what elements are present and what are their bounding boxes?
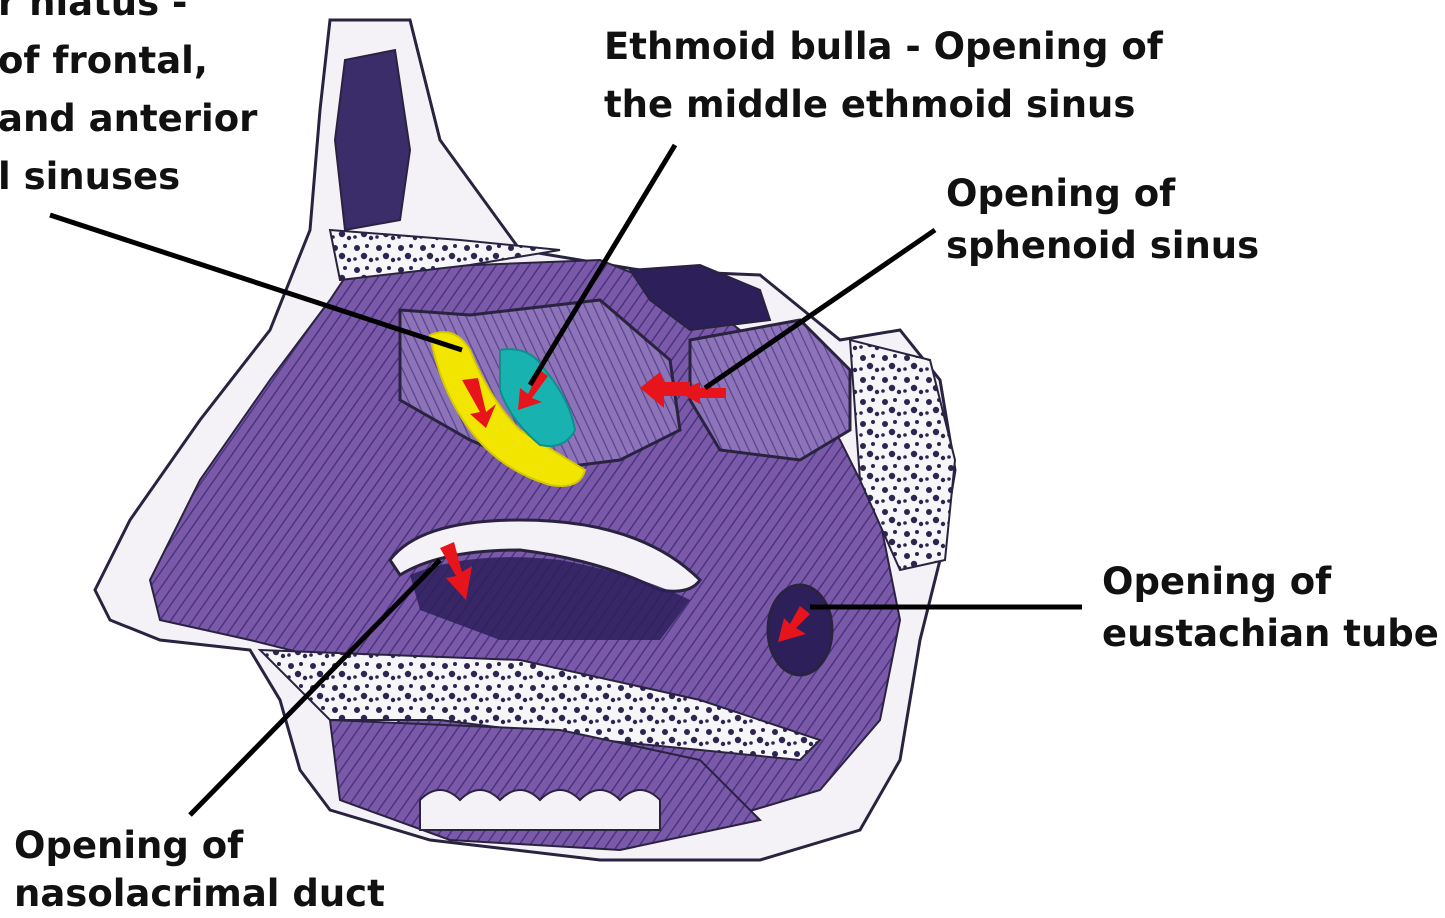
- semilunar-hiatus-label: r hiatus - of frontal, and anterior l si…: [0, 0, 257, 206]
- nasolacrimal-duct-label: Opening of nasolacrimal duct: [14, 822, 385, 918]
- eustachian-tube-label: Opening of eustachian tube: [1102, 556, 1439, 660]
- ethmoid-bulla-label: Ethmoid bulla - Opening of the middle et…: [604, 18, 1163, 134]
- eustachian-opening: [768, 585, 832, 675]
- sphenoid-sinus-label: Opening of sphenoid sinus: [946, 168, 1259, 272]
- frontal-sinus: [335, 50, 410, 230]
